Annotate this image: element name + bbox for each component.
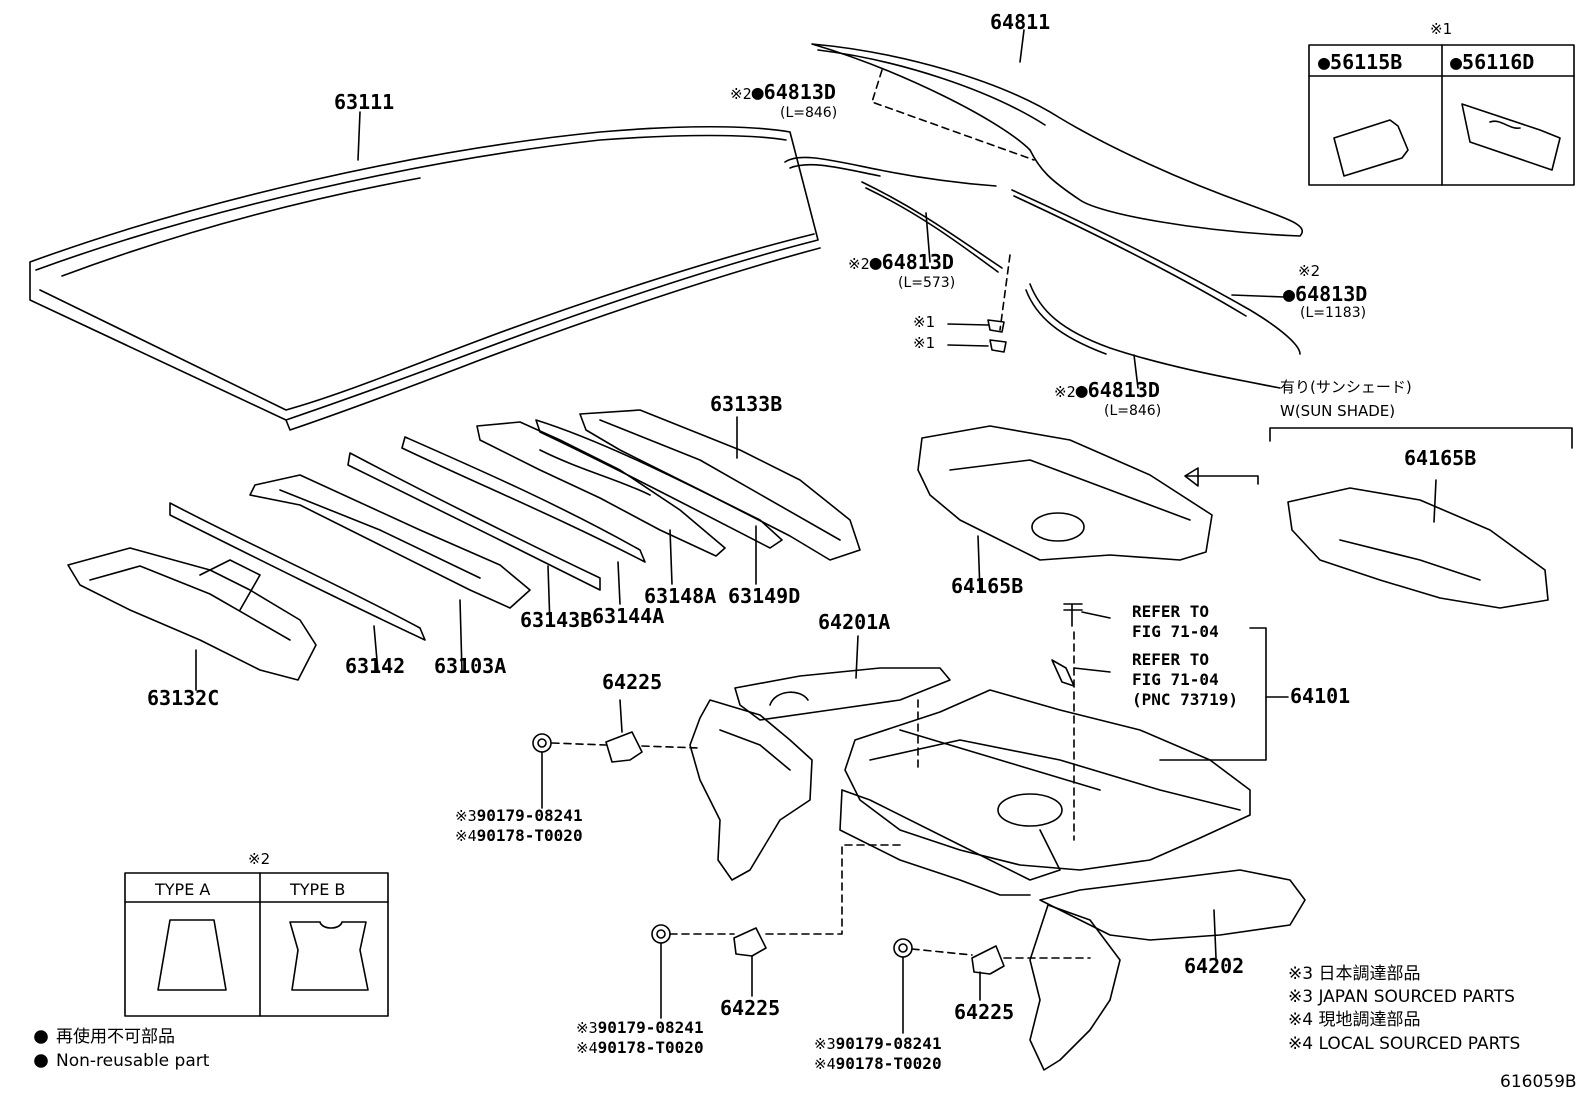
weatherstrips-64813D (784, 156, 1301, 389)
type-b-label: TYPE B (290, 880, 346, 899)
label-56116D: ●56116D (1450, 50, 1535, 74)
note1-box (1308, 44, 1575, 186)
sunshade-jp: 有り(サンシェード) (1280, 378, 1412, 396)
brackets-64225 (532, 699, 1091, 1034)
label-64101: 64101 (1290, 684, 1351, 708)
note2-mark-c: ※2 (1298, 262, 1321, 280)
type-a-label: TYPE A (155, 880, 211, 899)
bolt-c-1: ※390179-08241 (814, 1034, 942, 1053)
type-box (124, 872, 389, 1017)
label-64813D-a: ※2●64813D (730, 80, 836, 104)
roof-bows (67, 409, 861, 691)
bolt-b-1: ※390179-08241 (576, 1018, 704, 1037)
label-64811: 64811 (990, 10, 1051, 34)
clips-note1 (947, 319, 1007, 353)
label-56115B: ●56115B (1318, 50, 1403, 74)
label-64165B-a: 64165B (951, 574, 1024, 598)
label-64225-a: 64225 (602, 670, 663, 694)
bolt-a-1: ※390179-08241 (455, 806, 583, 825)
type-box-header: ※2 (248, 850, 271, 868)
label-63132C: 63132C (147, 686, 220, 710)
legend-nonreuse-jp: 再使用不可部品 (56, 1027, 175, 1047)
diagram-id: 616059B (1500, 1072, 1577, 1092)
label-64813D-d: ※2●64813D (1054, 378, 1160, 402)
package-tray-64165B (917, 425, 1573, 609)
label-64225-b: 64225 (720, 996, 781, 1020)
label-63133B: 63133B (710, 392, 783, 416)
refer-2a: REFER TO (1132, 650, 1210, 669)
sunshade-en: W(SUN SHADE) (1280, 402, 1396, 420)
label-64225-c: 64225 (954, 1000, 1015, 1024)
back-window-64811 (811, 29, 1303, 237)
label-63144A: 63144A (592, 604, 665, 628)
label-64202: 64202 (1184, 954, 1245, 978)
bullet-icon (34, 1030, 48, 1044)
legend-nonreuse-en: Non-reusable part (56, 1051, 210, 1071)
note1-mark-b: ※1 (913, 334, 936, 352)
note1-mark-a: ※1 (913, 313, 936, 331)
label-64201A: 64201A (818, 610, 891, 634)
bullet-icon (34, 1054, 48, 1068)
refer-2b: FIG 71-04 (1132, 670, 1219, 689)
label-63143B: 63143B (520, 608, 593, 632)
label-64813D-b: ※2●64813D (848, 250, 954, 274)
roof-panel-63111 (29, 111, 821, 431)
length-846-b: (L=846) (1104, 403, 1162, 419)
label-63111: 63111 (334, 90, 395, 114)
label-63103A: 63103A (434, 654, 507, 678)
label-64165B-b: 64165B (1404, 446, 1477, 470)
note1-box-header: ※1 (1430, 20, 1453, 38)
label-63148A: 63148A (644, 584, 717, 608)
bolt-a-2: ※490178-T0020 (455, 826, 583, 845)
length-573: (L=573) (898, 275, 956, 291)
length-1183: (L=1183) (1300, 305, 1367, 321)
legend-note4-jp: ※4 現地調達部品 (1288, 1010, 1421, 1030)
bolt-c-2: ※490178-T0020 (814, 1054, 942, 1073)
refer-2c: (PNC 73719) (1132, 690, 1238, 709)
label-64813D-c: ●64813D (1283, 282, 1368, 306)
refer-1a: REFER TO (1132, 602, 1210, 621)
label-63149D: 63149D (728, 584, 801, 608)
length-846-a: (L=846) (780, 105, 838, 121)
legend-note3-en: ※3 JAPAN SOURCED PARTS (1288, 987, 1515, 1007)
label-63142: 63142 (345, 654, 406, 678)
rear-structure (689, 603, 1306, 1071)
refer-1b: FIG 71-04 (1132, 622, 1219, 641)
legend-note3-jp: ※3 日本調達部品 (1288, 964, 1421, 984)
legend-note4-en: ※4 LOCAL SOURCED PARTS (1288, 1034, 1521, 1054)
bolt-b-2: ※490178-T0020 (576, 1038, 704, 1057)
